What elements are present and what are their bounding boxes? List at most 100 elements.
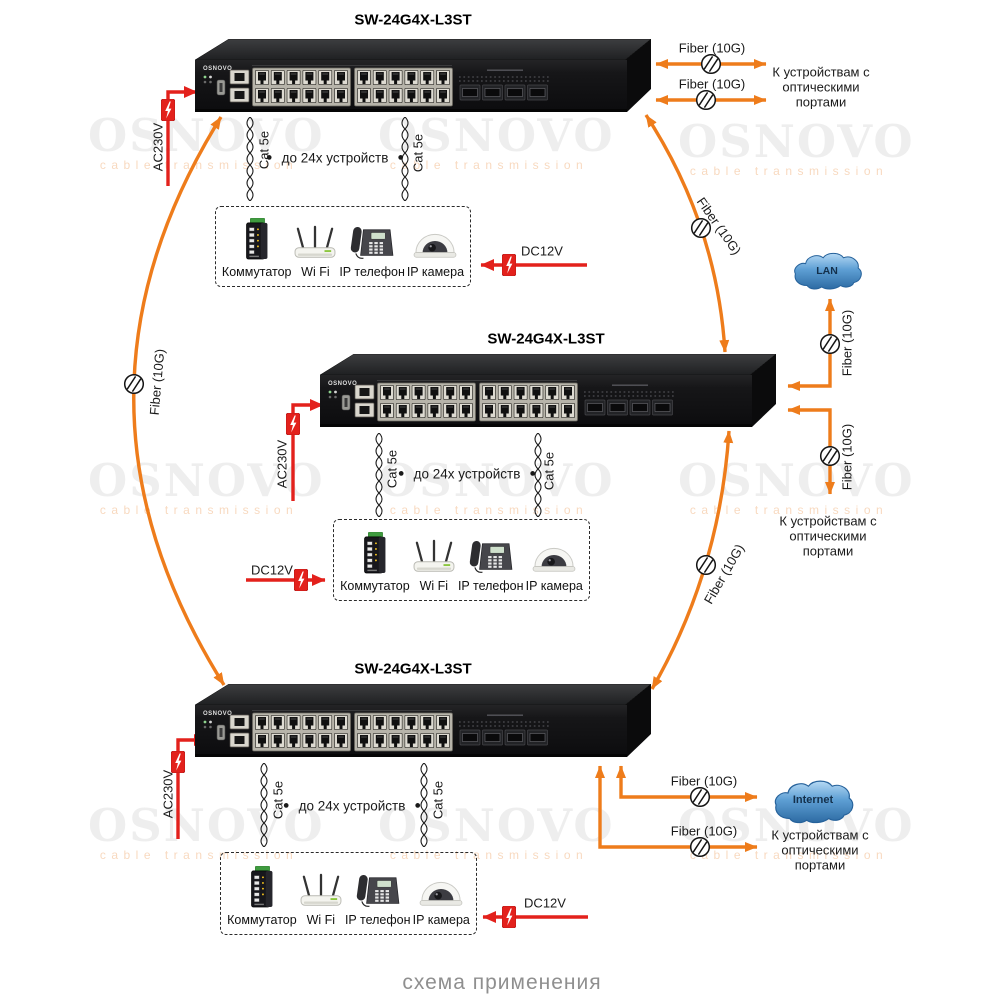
- bullet-icon: ●: [265, 151, 273, 164]
- power-bolt-icon: [502, 906, 516, 928]
- to-optical-devices-text: К устройствам с оптическими портами: [772, 64, 870, 110]
- network-switch-top: [195, 39, 651, 112]
- device-camera: IP камера: [413, 870, 470, 927]
- bullet-icon: ●: [397, 467, 405, 480]
- power-bolt-icon: [502, 254, 516, 276]
- device-label: Wi Fi: [301, 265, 330, 279]
- ip-phone-icon: [355, 873, 400, 907]
- cat5e-cable: [260, 763, 268, 847]
- cat5e-label: Cat 5e: [430, 780, 446, 820]
- fiber-link-middle-to-lan: [787, 298, 835, 391]
- bullet-icon: ●: [282, 799, 290, 812]
- up-to-24-text: до 24х устройств: [413, 466, 521, 482]
- wifi-router-icon: [294, 225, 337, 259]
- device-camera: IP камера: [526, 536, 583, 593]
- network-switch-bottom: [195, 684, 651, 757]
- ip-phone-icon: [468, 539, 513, 573]
- fiber-10g-label: Fiber (10G): [670, 773, 738, 789]
- device-camera: IP камера: [407, 222, 464, 279]
- wifi-router-icon: [299, 873, 342, 907]
- device-label: Wi Fi: [306, 913, 336, 927]
- industrial-switch-icon: [245, 218, 268, 260]
- device-wifi: Wi Fi: [293, 224, 337, 279]
- device-wifi: Wi Fi: [299, 872, 343, 927]
- fiber-joint-icon: [695, 554, 717, 576]
- internet-cloud-label: Internet: [792, 794, 834, 806]
- up-to-24-devices: ● до 24х устройств ●: [398, 467, 536, 482]
- dc-power-label: DC12V: [524, 895, 566, 911]
- ip-camera-icon: [419, 881, 463, 906]
- fiber-link-top-to-bottom-switch: [132, 116, 226, 686]
- fiber-10g-label: Fiber (10G): [839, 423, 855, 491]
- switch-title-top: SW-24G4X-L3ST: [354, 11, 472, 29]
- fiber-joint-icon: [689, 786, 711, 808]
- fiber-10g-label: Fiber (10G): [839, 309, 855, 377]
- fiber-joint-icon: [695, 89, 717, 111]
- up-to-24-text: до 24х устройств: [281, 150, 389, 166]
- power-bolt-icon: [286, 413, 300, 435]
- device-label: IP камера: [406, 265, 465, 279]
- device-label: IP телефон: [339, 265, 405, 279]
- device-switch: Коммутатор: [221, 218, 292, 279]
- dc-power-label: DC12V: [251, 562, 293, 578]
- ac-power-line-top: [166, 86, 198, 186]
- cat5e-cable: [375, 433, 383, 517]
- fiber-joint-icon: [123, 373, 145, 395]
- device-label: Коммутатор: [221, 265, 292, 279]
- up-to-24-devices: ● до 24х устройств ●: [266, 151, 404, 166]
- bullet-icon: ●: [414, 799, 422, 812]
- switch-title-middle: SW-24G4X-L3ST: [487, 330, 605, 348]
- power-bolt-icon: [161, 99, 175, 121]
- dc-power-label: DC12V: [521, 243, 563, 259]
- fiber-10g-label: Fiber (10G): [678, 76, 746, 92]
- industrial-switch-icon: [363, 532, 386, 574]
- bullet-icon: ●: [397, 151, 405, 164]
- ip-camera-icon: [413, 233, 457, 258]
- switch-title-bottom: SW-24G4X-L3ST: [354, 660, 472, 678]
- device-label: IP телефон: [344, 913, 411, 927]
- fiber-joint-icon: [689, 836, 711, 858]
- device-phone: IP телефон: [458, 538, 524, 593]
- ip-camera-icon: [532, 547, 576, 572]
- wifi-router-icon: [412, 539, 455, 573]
- device-label: Wi Fi: [419, 579, 449, 593]
- device-group-middle: Коммутатор Wi Fi IP телефон IP камера: [333, 519, 590, 601]
- device-group-bottom: Коммутатор Wi Fi IP телефон IP камера: [220, 852, 477, 935]
- cat5e-cable: [246, 117, 254, 201]
- ip-phone-icon: [350, 225, 394, 259]
- cat5e-cable: [420, 763, 428, 847]
- fiber-joint-icon: [819, 333, 841, 355]
- device-switch: Коммутатор: [340, 532, 410, 593]
- device-wifi: Wi Fi: [412, 538, 456, 593]
- device-phone: IP телефон: [339, 224, 405, 279]
- up-to-24-text: до 24х устройств: [298, 798, 406, 814]
- device-label: IP телефон: [457, 579, 524, 593]
- device-label: Коммутатор: [227, 913, 297, 927]
- fiber-joint-icon: [819, 445, 841, 467]
- ac-power-label: AC230V: [274, 439, 290, 489]
- ac-power-label: AC230V: [160, 769, 176, 819]
- device-group-top: Коммутатор Wi Fi IP телефон IP камера: [215, 206, 471, 287]
- bullet-icon: ●: [529, 467, 537, 480]
- fiber-link-middle-to-bottom-switch: [650, 430, 734, 690]
- power-bolt-icon: [294, 569, 308, 591]
- cat5e-label: Cat 5e: [410, 133, 426, 173]
- cat5e-label: Cat 5e: [541, 451, 557, 491]
- fiber-10g-label: Fiber (10G): [678, 40, 746, 56]
- ac-power-label: AC230V: [150, 122, 166, 172]
- device-switch: Коммутатор: [227, 866, 297, 927]
- device-label: IP камера: [525, 579, 583, 593]
- device-label: Коммутатор: [340, 579, 410, 593]
- diagram-caption: схема применения: [402, 971, 602, 994]
- lan-cloud-label: LAN: [816, 265, 838, 277]
- network-switch-middle: [320, 354, 776, 427]
- up-to-24-devices: ● до 24х устройств ●: [283, 799, 421, 814]
- industrial-switch-icon: [250, 866, 273, 908]
- fiber-joint-icon: [700, 53, 722, 75]
- to-optical-devices-text: К устройствам с оптическими портами: [779, 513, 877, 559]
- fiber-link-top-to-middle-switch: [644, 114, 730, 353]
- device-phone: IP телефон: [345, 872, 411, 927]
- device-label: IP камера: [412, 913, 470, 927]
